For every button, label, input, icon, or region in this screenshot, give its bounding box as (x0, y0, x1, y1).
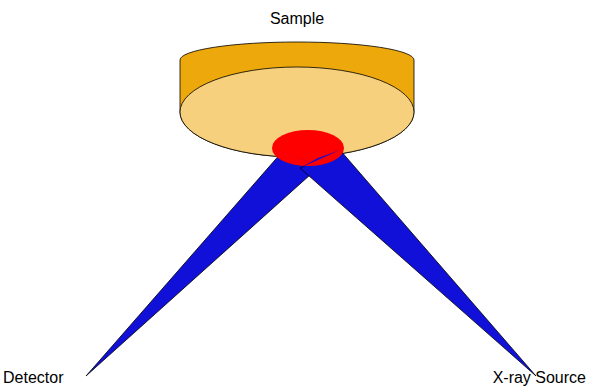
irradiated-spot (272, 130, 344, 166)
source-beam (300, 150, 536, 376)
detector-label: Detector (3, 368, 63, 387)
beam-overlap (300, 150, 340, 168)
detector-beam (86, 152, 320, 376)
sample-label: Sample (270, 9, 324, 28)
source-label: X-ray Source (493, 368, 586, 387)
beam-overlap (282, 152, 320, 166)
